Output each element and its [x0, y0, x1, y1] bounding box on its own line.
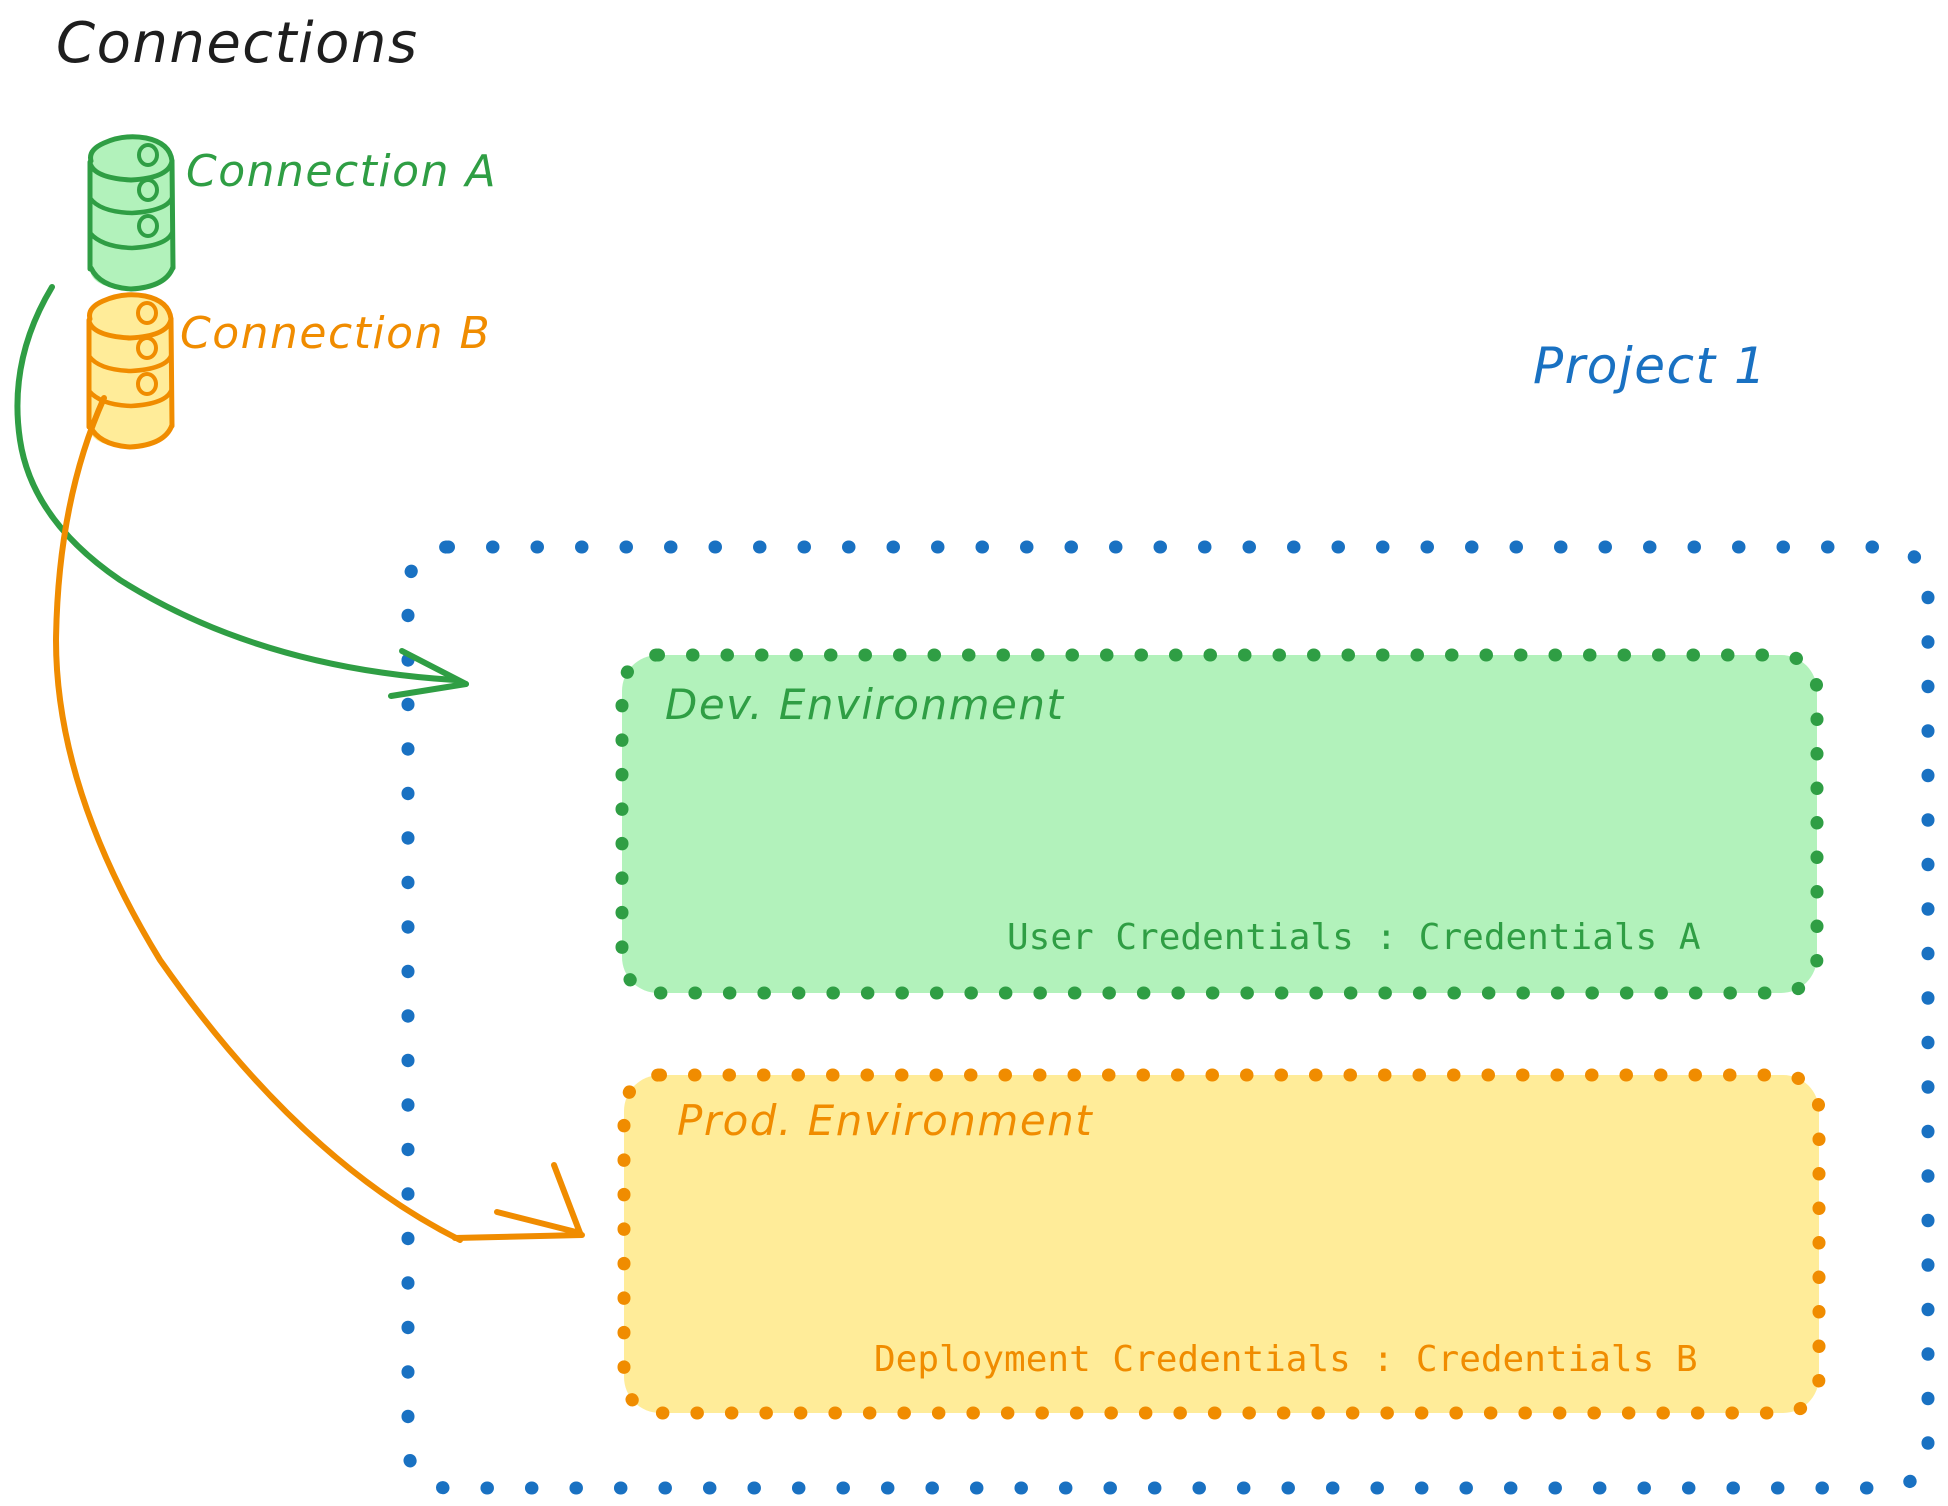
connection-a-label[interactable]: Connection A [186, 146, 498, 197]
dev-environment-fill [622, 655, 1817, 993]
prod-environment-dotted-border [617, 1068, 1826, 1420]
db-a-top-ellipse-bottom [87, 158, 175, 183]
project-1-label: Project 1 [1533, 337, 1768, 395]
prod-environment-credentials: Deployment Credentials : Credentials B [874, 1339, 1698, 1380]
db-a-led-1 [137, 143, 159, 167]
dev-environment-title: Dev. Environment [665, 680, 1065, 729]
arrow-b-head-lower [494, 1209, 583, 1236]
arrow-a-head-upper [399, 648, 469, 687]
connection-b-label[interactable]: Connection B [180, 308, 492, 359]
arrow-a-head-lower [388, 681, 469, 699]
db-b-led-1 [136, 301, 158, 325]
db-a-led-3 [137, 214, 159, 238]
db-b-divider-1 [86, 353, 174, 374]
db-a-divider-1 [87, 195, 175, 216]
prod-environment-fill [624, 1075, 1819, 1413]
prod-environment-box[interactable] [617, 1068, 1826, 1420]
arrow-b-path-tip [452, 1232, 585, 1241]
arrow-connection-b-to-prod [52, 395, 585, 1243]
db-a-top-arc [88, 134, 175, 164]
project-1-dotted-border [401, 540, 1935, 1495]
prod-environment-title: Prod. Environment [677, 1096, 1094, 1145]
db-b-top-arc [87, 292, 174, 322]
page-title: Connections [56, 11, 419, 76]
project-1-container[interactable] [401, 540, 1935, 1495]
database-icon-connection-a[interactable] [87, 134, 176, 292]
db-b-bottom [87, 422, 175, 450]
dev-environment-dotted-border [615, 648, 1824, 1000]
db-a-divider-2 [87, 230, 175, 251]
db-a-led-2 [137, 178, 159, 202]
arrow-connection-a-to-dev [14, 284, 469, 699]
db-b-divider-2 [86, 388, 174, 409]
db-b-top-ellipse-bottom [86, 316, 174, 341]
dev-environment-credentials: User Credentials : Credentials A [1007, 917, 1701, 958]
db-a-bottom [88, 264, 176, 292]
arrow-b-head-upper [551, 1162, 583, 1236]
arrow-a-path [14, 284, 458, 683]
db-a-right-wall [169, 158, 176, 271]
db-b-right-wall [168, 316, 175, 429]
db-b-top-fill [89, 302, 171, 334]
db-b-led-3 [136, 372, 158, 396]
db-b-led-2 [136, 336, 158, 360]
dev-environment-box[interactable] [615, 648, 1824, 1000]
db-a-top-fill [90, 144, 172, 176]
database-icon-connection-b[interactable] [86, 292, 175, 450]
arrow-b-path [52, 395, 463, 1243]
